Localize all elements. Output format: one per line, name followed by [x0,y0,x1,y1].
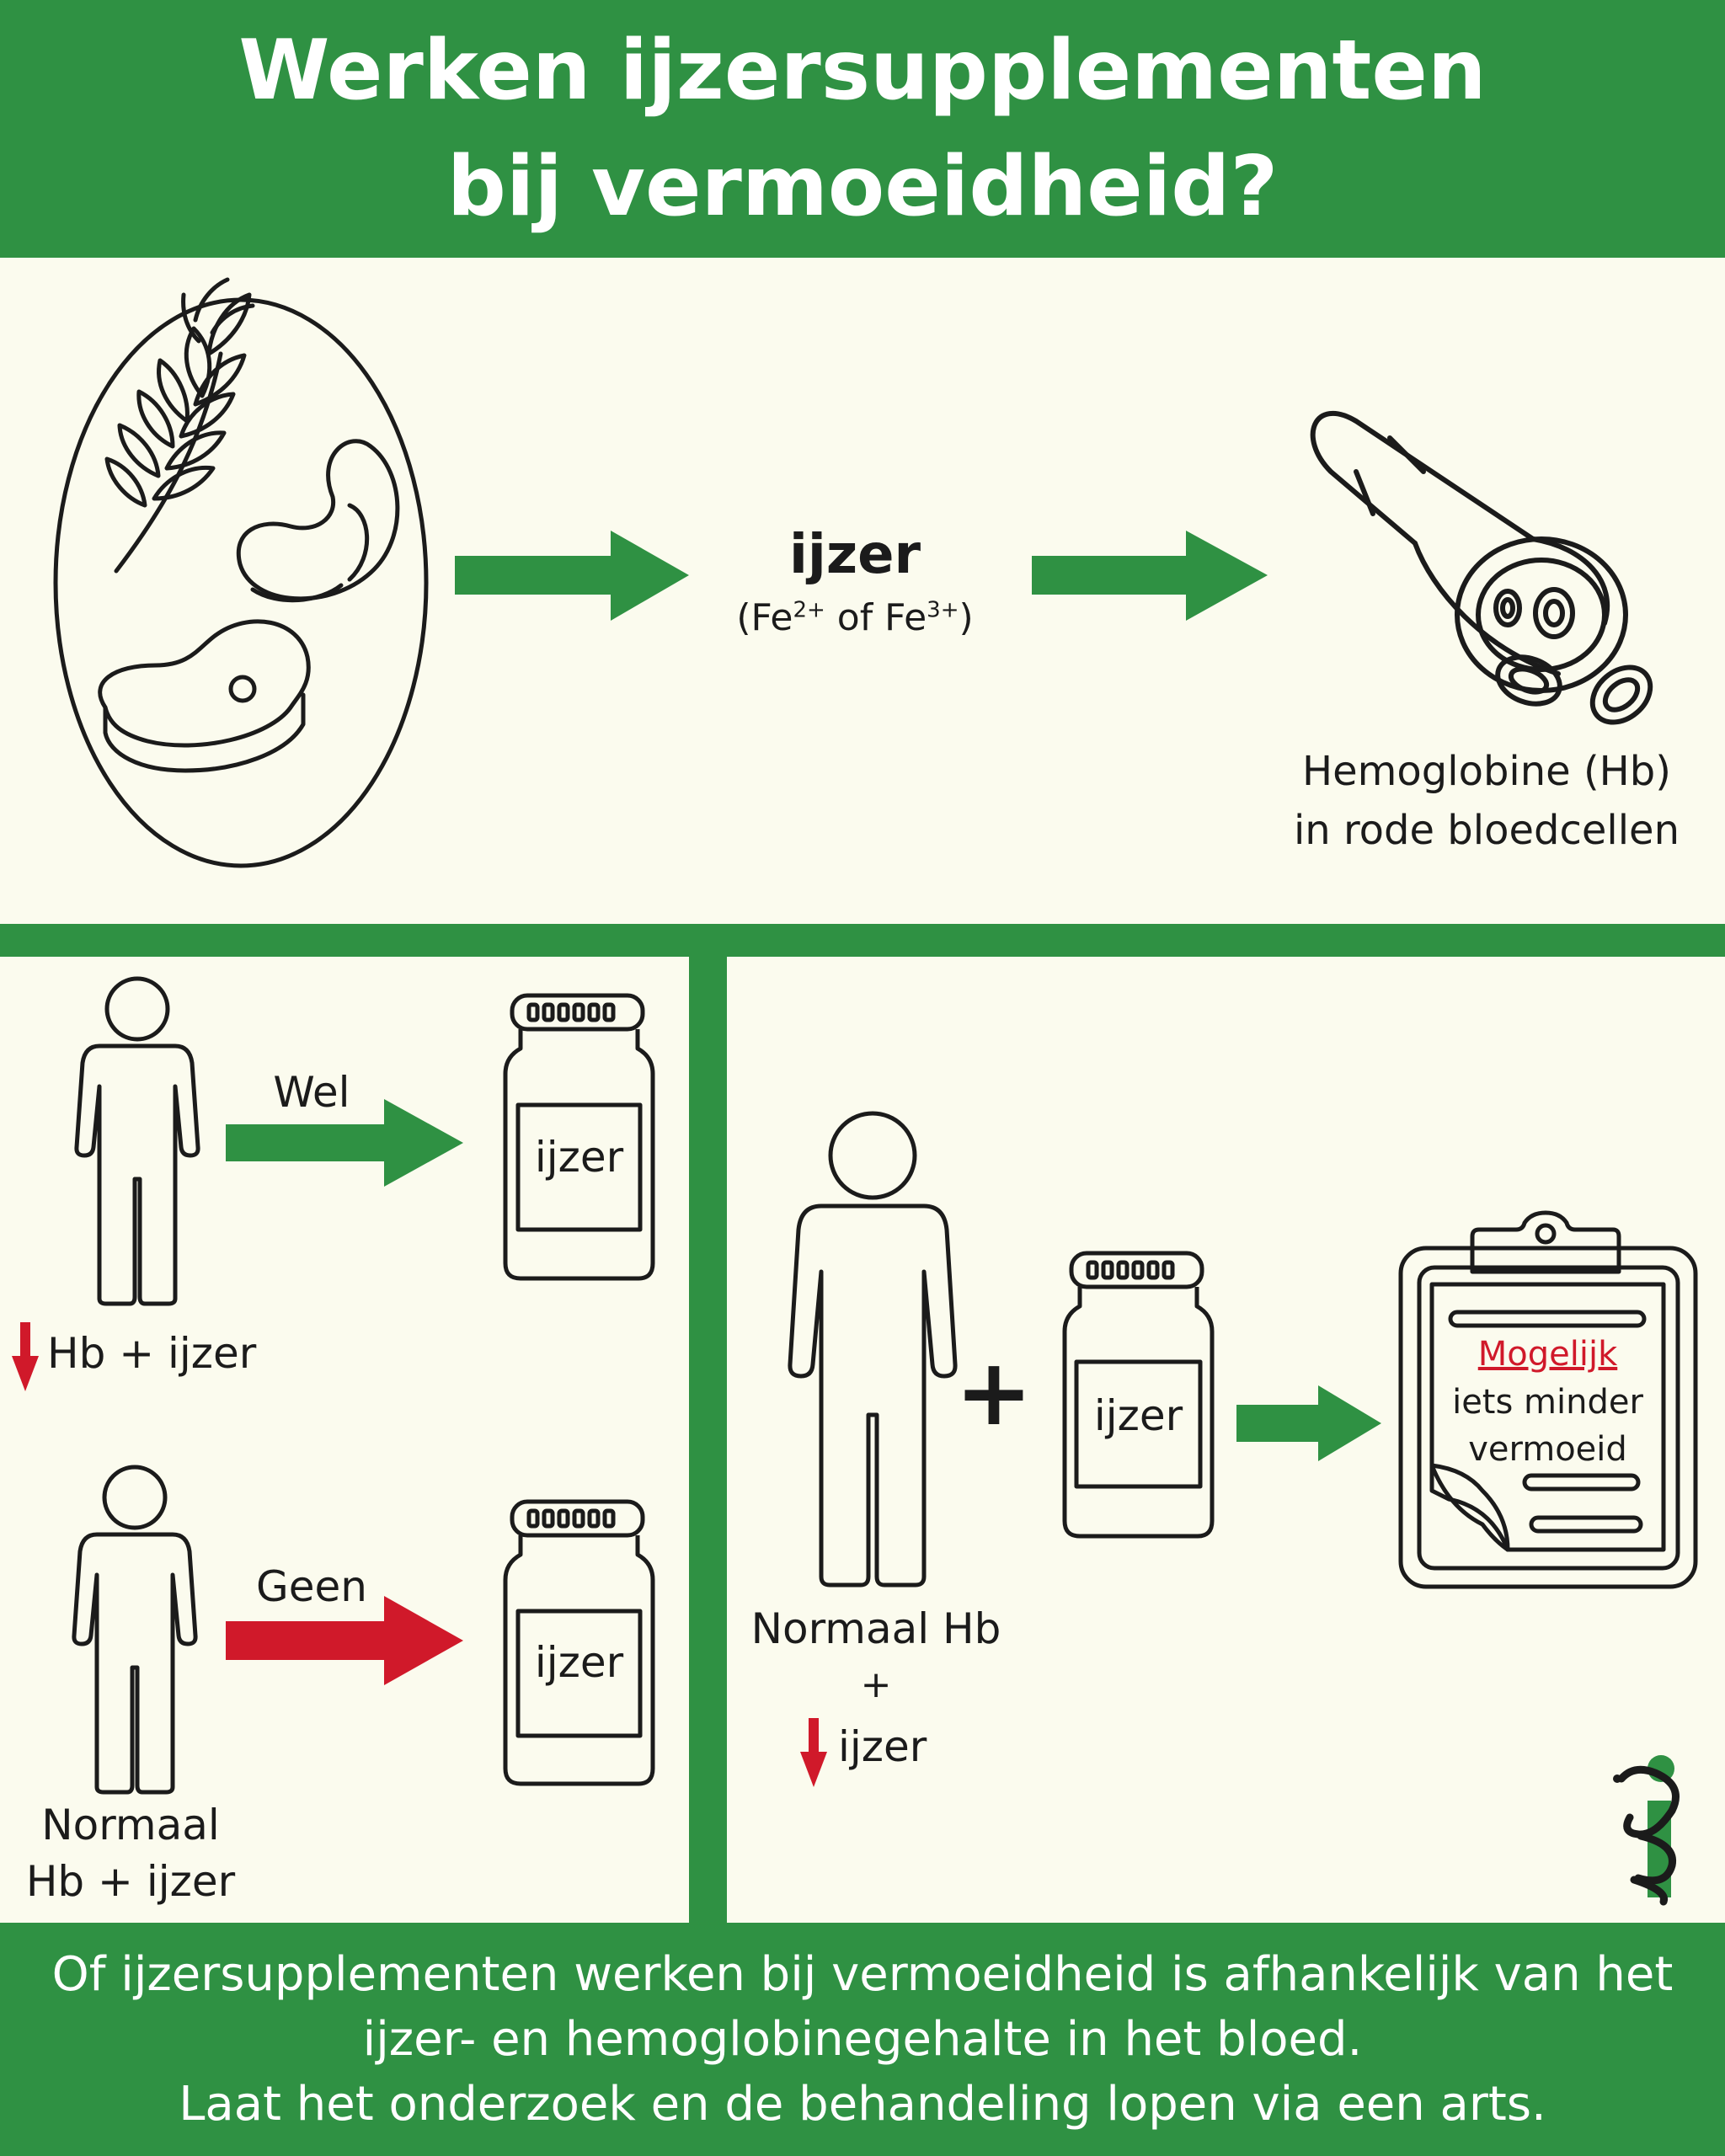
footer-line-3: Laat het onderzoek en de behandeling lop… [179,2077,1546,2132]
formula-suffix: ) [959,596,974,639]
case3-caption-line-3: ijzer [838,1722,927,1771]
bottle-label-3: ijzer [1093,1391,1183,1440]
footer-line-2: ijzer- en hemoglobinegehalte in het bloe… [362,2012,1363,2067]
case1-caption: Hb + ijzer [47,1329,257,1378]
iron-label: ijzer [788,524,921,586]
footer-line-1: Of ijzersupplementen werken bij vermoeid… [51,1947,1674,2002]
page-title: Werken ijzersupplementen bij vermoeidhei… [0,0,1725,258]
wheat-icon [104,277,255,574]
formula-sup-2: 3+ [927,597,959,623]
result-line-2: iets minder [1452,1383,1643,1422]
iron-formula: (Fe2+ of Fe3+) [708,596,1002,639]
formula-prefix: (Fe [736,596,793,639]
case3-caption-plus: + [860,1663,892,1706]
hb-caption-line-2: in rode bloedcellen [1293,807,1680,854]
title-line-1: Werken ijzersupplementen [238,23,1487,119]
title-line-2: bij vermoeidheid? [446,139,1279,235]
hb-caption-line-1: Hemoglobine (Hb) [1302,748,1671,795]
left-panel [0,957,689,1923]
steak-icon [98,619,311,773]
top-panel [0,258,1725,924]
plus-sign: + [954,1338,1033,1446]
arrow-label-geen: Geen [256,1562,367,1611]
footer-text: Of ijzersupplementen werken bij vermoeid… [0,1923,1725,2156]
arrow-label-wel: Wel [273,1068,350,1117]
case2-caption-line-1: Normaal [41,1801,220,1849]
formula-mid: of Fe [825,596,927,639]
result-line-1: Mogelijk [1477,1335,1618,1374]
case2-caption-line-2: Hb + ijzer [25,1857,236,1906]
bottle-label-2: ijzer [534,1638,624,1687]
formula-sup-1: 2+ [793,597,825,623]
bean-icon [236,439,400,603]
bottle-label-1: ijzer [534,1133,624,1182]
case3-caption-line-1: Normaal Hb [750,1604,1001,1653]
result-line-3: vermoeid [1468,1430,1627,1469]
